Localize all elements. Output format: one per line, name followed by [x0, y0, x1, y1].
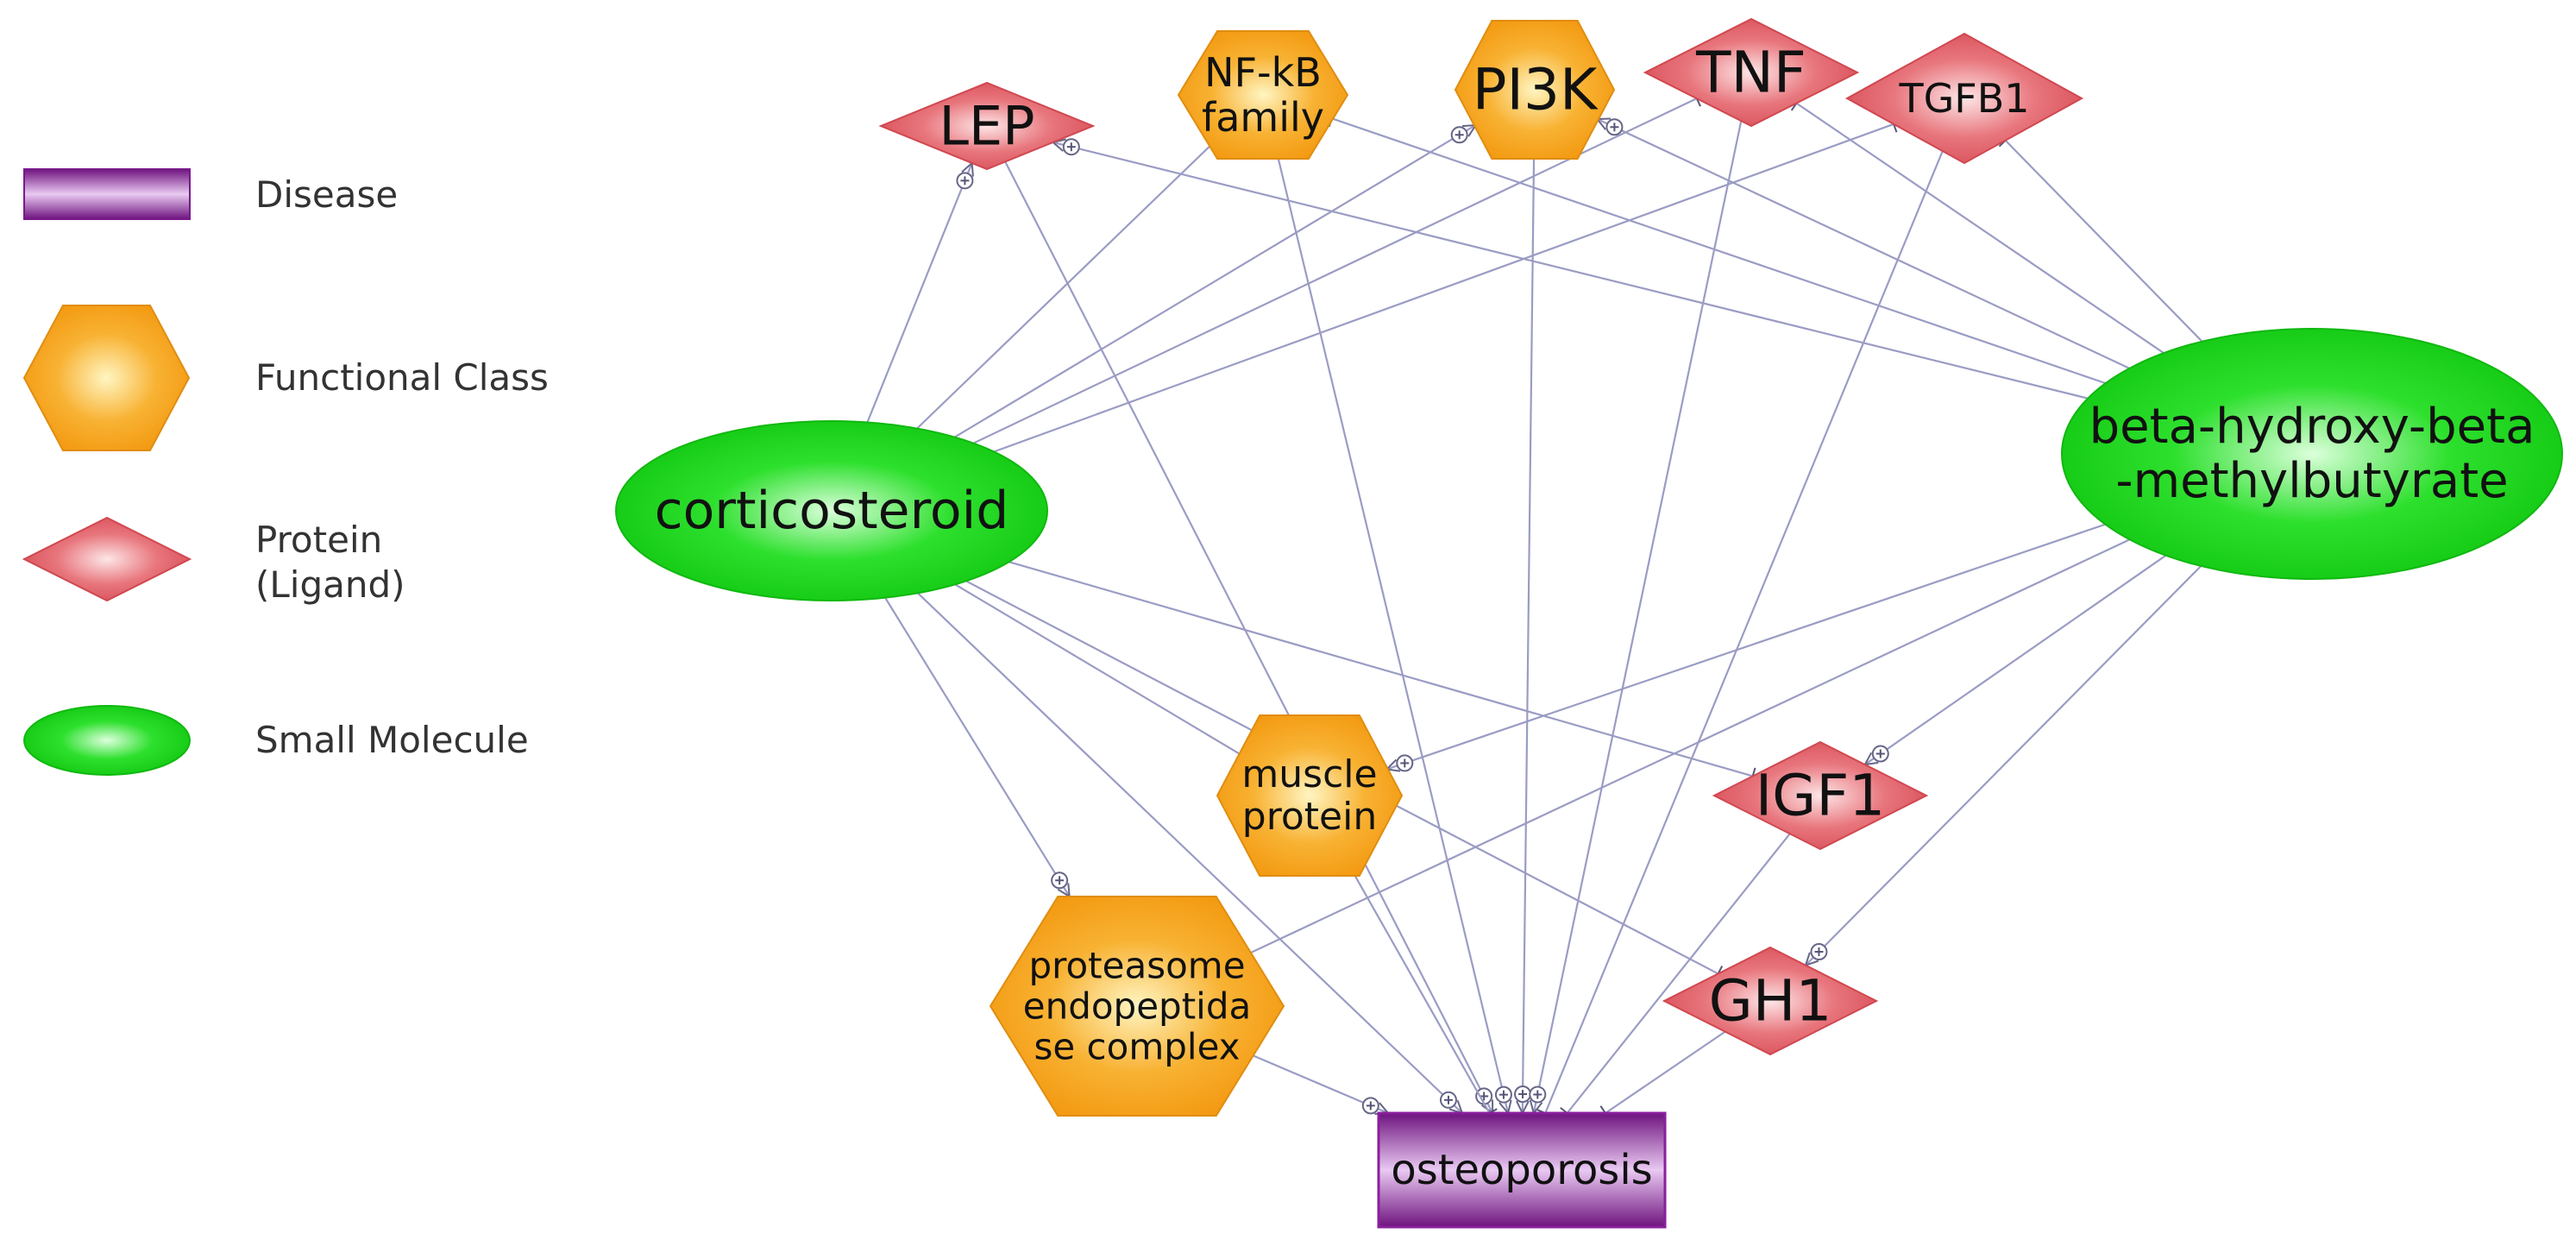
node-prot-label: se complex — [1034, 1026, 1240, 1068]
node-tgfb1-shape — [1844, 32, 2084, 165]
node-hmb[interactable]: beta-hydroxy-beta-methylbutyrate — [2061, 328, 2563, 580]
edge-cort-to-pi3k — [954, 123, 1478, 438]
edge-hmb-to-lep — [1051, 138, 2089, 400]
edge-tnf-to-osteo — [1529, 120, 1743, 1116]
node-cort-shape — [615, 420, 1048, 601]
node-tgfb1-label: TGFB1 — [1898, 75, 2029, 122]
node-nfkb-label: family — [1202, 94, 1324, 141]
node-igf1-shape — [1712, 740, 1929, 851]
node-lep[interactable]: LEP — [878, 81, 1096, 171]
legend-protein-swatch — [22, 516, 192, 602]
node-cort-label: corticosteroid — [655, 481, 1009, 541]
edge-pi3k-to-osteo — [1514, 158, 1536, 1116]
edge-cort-to-tnf — [972, 90, 1701, 444]
node-pi3k[interactable]: PI3K — [1454, 20, 1616, 160]
node-cort[interactable]: corticosteroid — [615, 420, 1048, 601]
node-prot-shape — [989, 896, 1285, 1117]
legend-item-protein: Protein (Ligand) — [22, 516, 405, 606]
node-lep-shape — [878, 81, 1096, 171]
legend-functional-class-label: Functional Class — [255, 356, 549, 399]
node-pi3k-label: PI3K — [1473, 57, 1599, 123]
node-nfkb-label: NF-kB — [1204, 49, 1322, 96]
node-lep-label: LEP — [939, 95, 1034, 158]
edge-cort-to-muscle — [954, 583, 1247, 763]
node-prot-label: endopeptida — [1023, 985, 1252, 1028]
legend-disease-swatch — [23, 168, 191, 220]
edge-hmb-to-igf1 — [1863, 554, 2167, 766]
node-osteo[interactable]: osteoporosis — [1377, 1111, 1667, 1229]
edge-gh1-to-osteo — [1599, 1030, 1726, 1121]
node-tnf-shape — [1643, 17, 1860, 128]
legend-disease-label: Disease — [255, 173, 398, 216]
node-gh1-label: GH1 — [1709, 968, 1832, 1035]
legend-protein-label: Protein — [255, 519, 382, 561]
edge-cort-to-tgfb1 — [993, 116, 1898, 453]
legend: Disease Functional Class Protein (Ligand… — [22, 168, 549, 776]
node-gh1[interactable]: GH1 — [1662, 946, 1879, 1056]
node-gh1-shape — [1662, 946, 1879, 1056]
node-tnf[interactable]: TNF — [1643, 17, 1860, 128]
edge-hmb-to-gh1 — [1804, 565, 2202, 967]
legend-small-molecule-swatch — [23, 705, 191, 776]
node-muscle-label: muscle — [1241, 752, 1377, 796]
node-osteo-label: osteoporosis — [1391, 1146, 1652, 1194]
edge-hmb-to-nfkb — [1328, 110, 2107, 385]
edge-hmb-to-pi3k — [1595, 117, 2130, 369]
node-prot-label: proteasome — [1028, 944, 1245, 986]
legend-small-molecule-label: Small Molecule — [255, 719, 529, 761]
edge-lep-to-osteo — [1004, 160, 1494, 1115]
node-igf1[interactable]: IGF1 — [1712, 740, 1929, 851]
edge-nfkb-to-osteo — [1277, 158, 1512, 1116]
edge-cort-to-lep — [866, 160, 974, 423]
node-pi3k-shape — [1454, 20, 1616, 160]
node-muscle-shape — [1216, 714, 1404, 877]
node-osteo-shape — [1377, 1111, 1667, 1229]
node-nfkb-shape — [1177, 30, 1349, 160]
legend-protein-sublabel: (Ligand) — [255, 563, 405, 606]
node-hmb-label: -methylbutyrate — [2115, 453, 2508, 509]
legend-item-disease: Disease — [23, 168, 398, 220]
edge-cort-to-prot — [884, 597, 1071, 898]
edge-prot-to-osteo — [1250, 1054, 1391, 1115]
edge-hmb-to-muscle — [1385, 523, 2106, 772]
node-tgfb1[interactable]: TGFB1 — [1844, 32, 2084, 165]
node-hmb-label: beta-hydroxy-beta — [2089, 399, 2535, 455]
node-hmb-shape — [2061, 328, 2563, 580]
legend-item-small-molecule: Small Molecule — [23, 705, 529, 776]
legend-functional-class-swatch — [22, 305, 191, 451]
node-igf1-label: IGF1 — [1756, 763, 1886, 829]
node-muscle-label: protein — [1242, 795, 1377, 839]
node-tnf-label: TNF — [1695, 40, 1806, 106]
legend-item-functional-class: Functional Class — [22, 305, 549, 451]
edge-cort-to-osteo — [917, 592, 1464, 1115]
edge-cort-to-igf1 — [1008, 561, 1756, 785]
